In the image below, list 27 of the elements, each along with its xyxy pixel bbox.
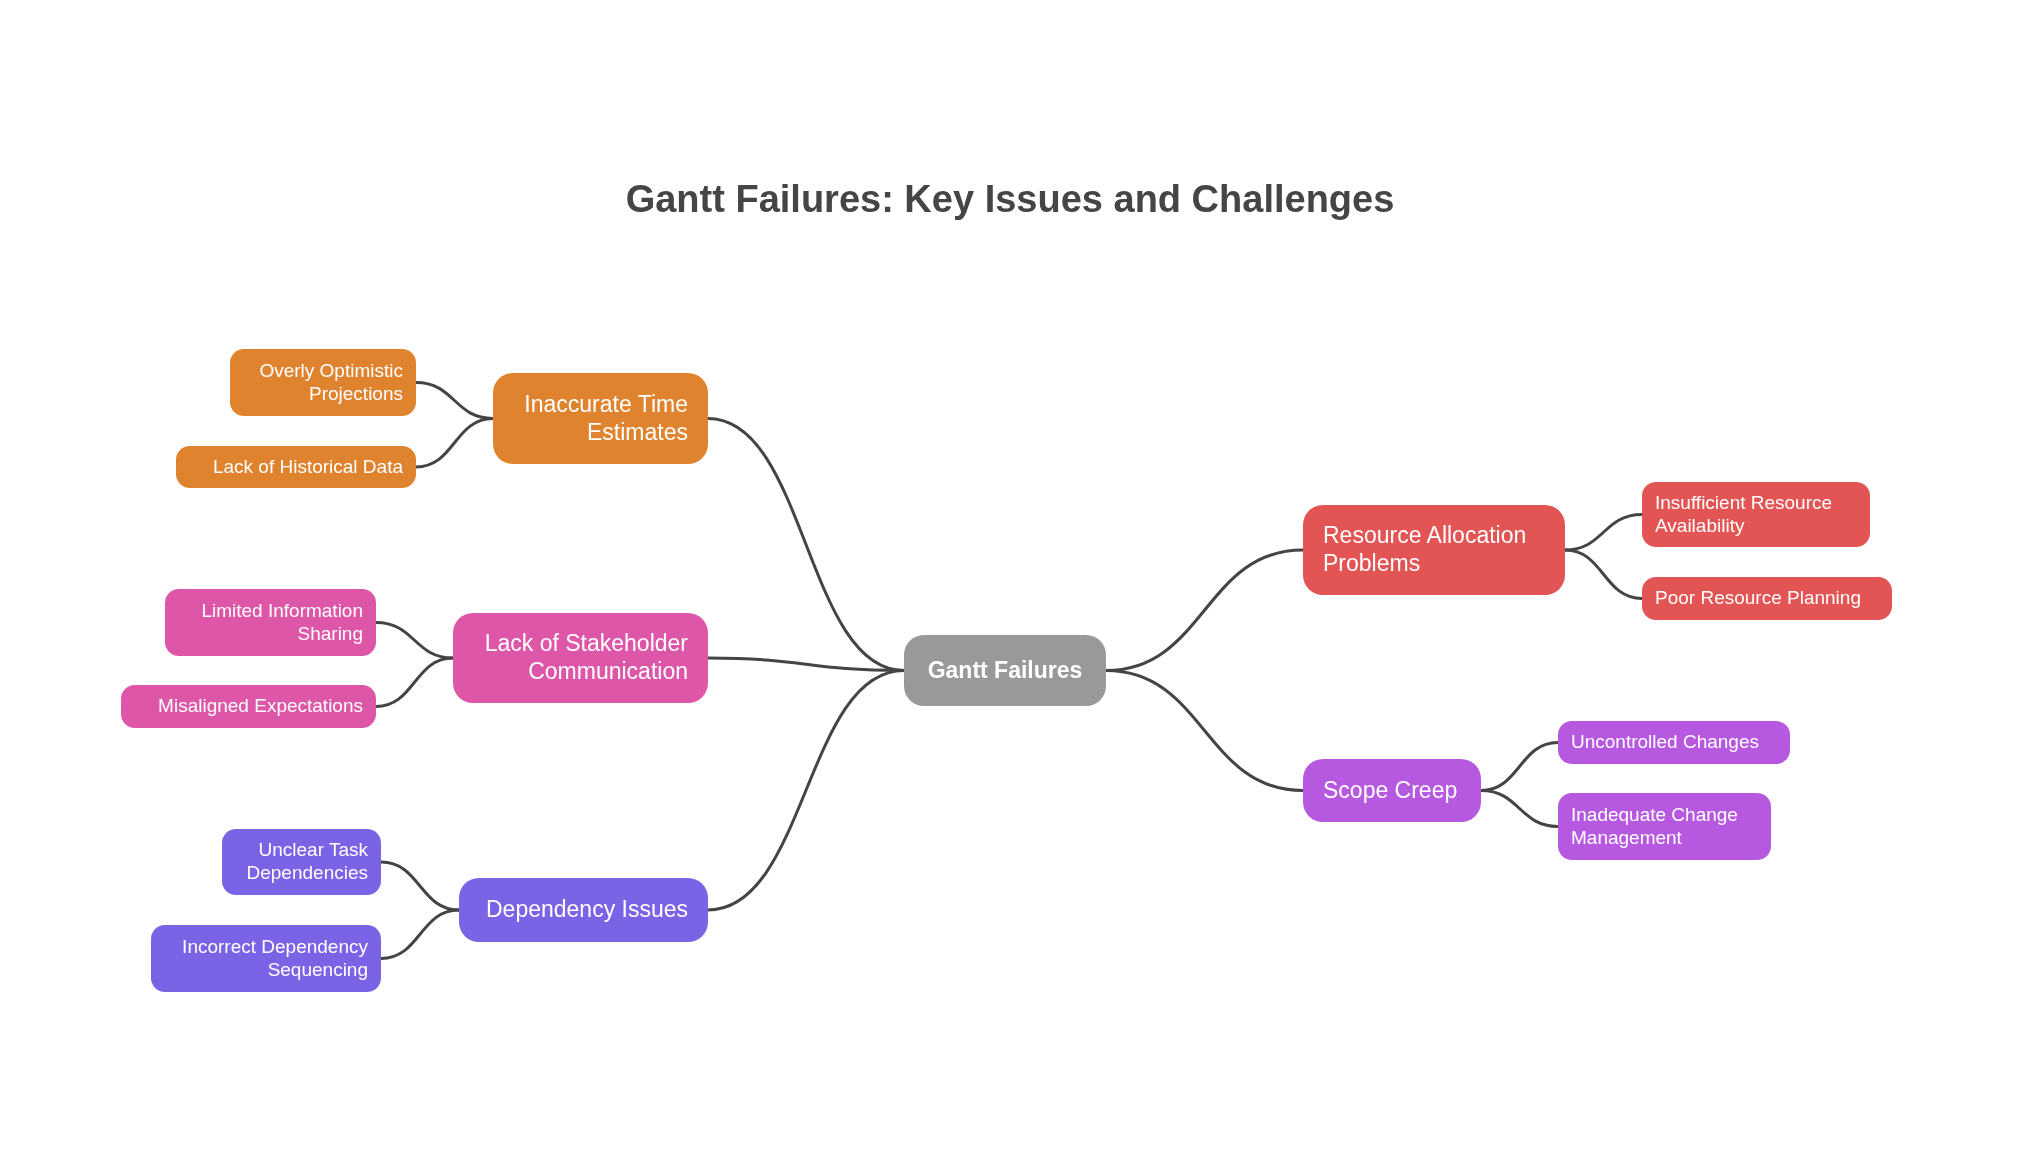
subtopic-box: Misaligned Expectations	[121, 685, 376, 728]
branch-topic-box: Resource Allocation Problems	[1303, 505, 1565, 595]
connector-line	[375, 656, 454, 708]
subtopic-box: Overly Optimistic Projections	[230, 349, 416, 416]
connector-line	[380, 908, 460, 960]
connector-line	[380, 860, 460, 912]
connector-line	[415, 417, 494, 469]
branch-topic-box: Inaccurate Time Estimates	[493, 373, 708, 464]
connector-line	[1564, 548, 1643, 600]
branch-topic-box: Scope Creep	[1303, 759, 1481, 822]
subtopic-box: Inadequate Change Management	[1558, 793, 1771, 860]
subtopic-box: Uncontrolled Changes	[1558, 721, 1790, 764]
subtopic-box: Insufficient Resource Availability	[1642, 482, 1870, 547]
connector-line	[1480, 789, 1559, 828]
subtopic-box: Lack of Historical Data	[176, 446, 416, 488]
connector-line	[1105, 669, 1304, 792]
diagram-title: Gantt Failures: Key Issues and Challenges	[624, 178, 1396, 221]
subtopic-box: Unclear Task Dependencies	[222, 829, 381, 895]
connector-line	[375, 621, 454, 660]
root-topic-box: Gantt Failures	[904, 635, 1106, 706]
branch-topic-box: Dependency Issues	[459, 878, 708, 942]
subtopic-box: Limited Information Sharing	[165, 589, 376, 656]
connector-line	[707, 669, 905, 912]
subtopic-box: Incorrect Dependency Sequencing	[151, 925, 381, 992]
branch-topic-box: Lack of Stakeholder Communication	[453, 613, 708, 703]
subtopic-box: Poor Resource Planning	[1642, 577, 1892, 620]
connector-line	[1564, 513, 1643, 552]
